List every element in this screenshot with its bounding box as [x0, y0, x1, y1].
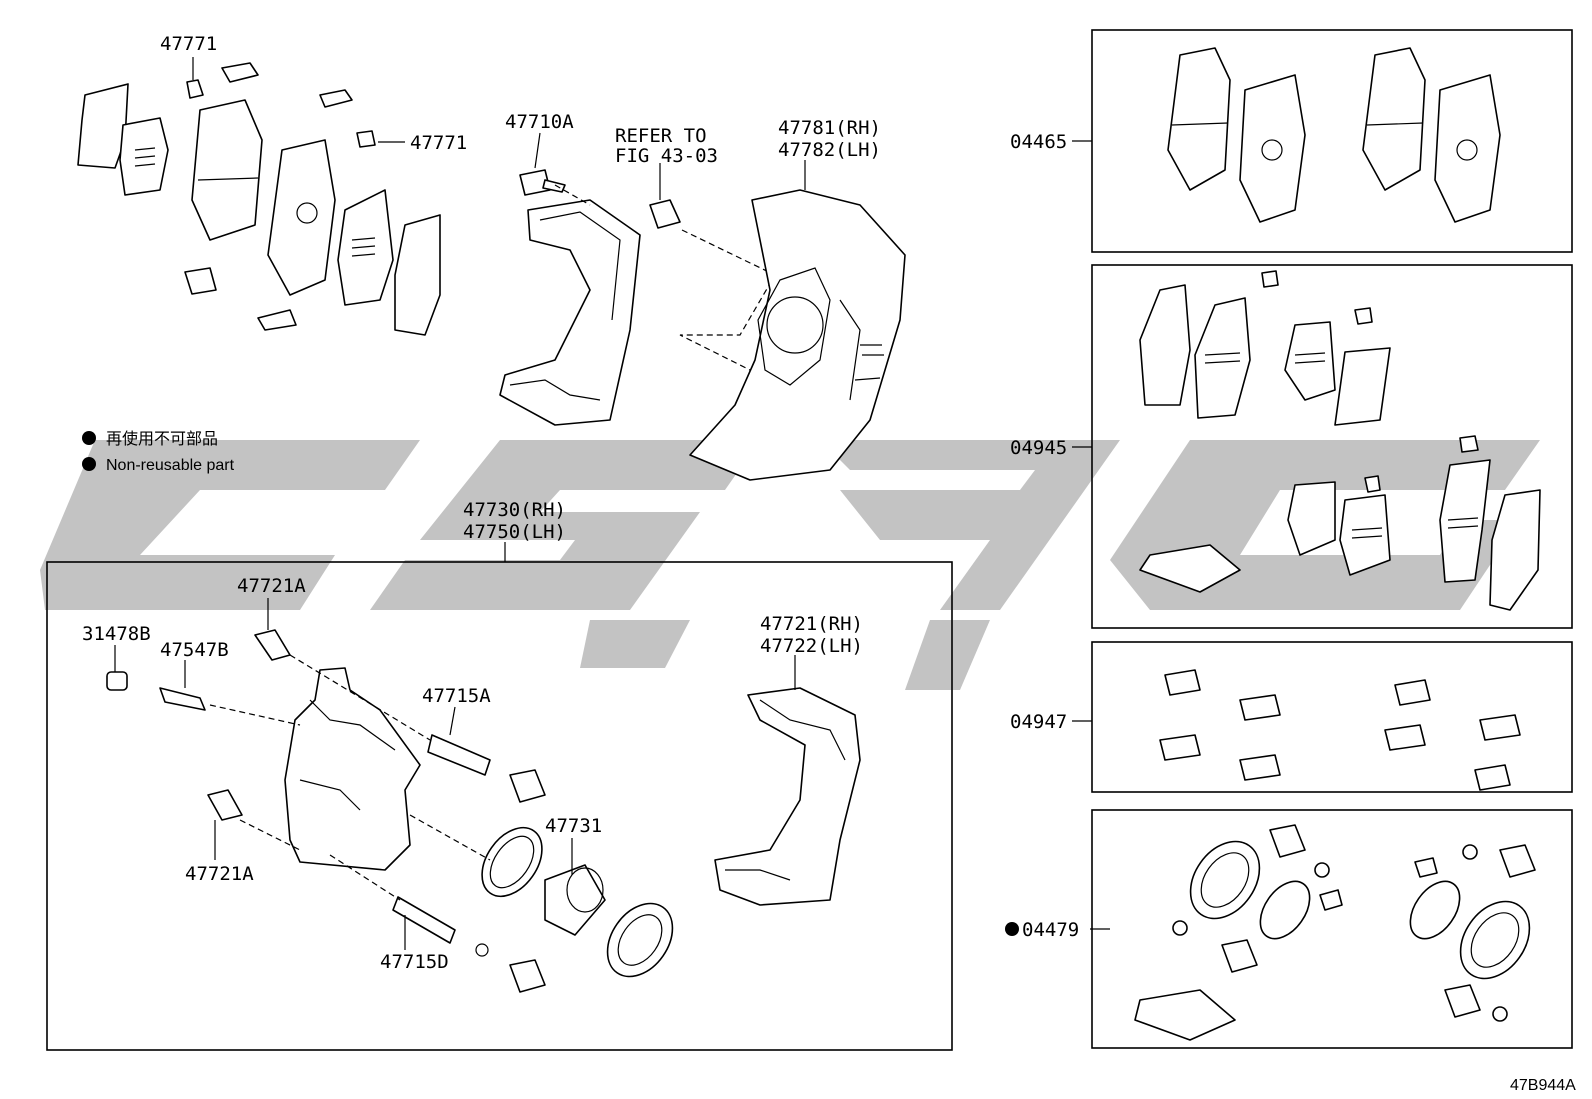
- diagram-code: 47B944A: [1510, 1077, 1576, 1094]
- label-47710A: 47710A: [505, 111, 574, 133]
- label-47547B: 47547B: [160, 639, 229, 661]
- legend-line2: Non-reusable part: [106, 457, 235, 474]
- label-kit-04465: 04465: [1010, 131, 1067, 153]
- label-47715D: 47715D: [380, 951, 449, 973]
- caliper-bracket-top: [499, 169, 776, 426]
- pad-set-exploded: [77, 62, 441, 336]
- label-refer-line2: FIG 43-03: [615, 145, 718, 167]
- label-kit-04947: 04947: [1010, 711, 1067, 733]
- label-31478B: 31478B: [82, 623, 151, 645]
- kit-box-04947: [1091, 641, 1573, 793]
- label-47731: 47731: [545, 815, 602, 837]
- leader-47710A: [534, 132, 541, 169]
- label-47730: 47730(RH): [463, 499, 566, 521]
- kit-04945-parts: [1139, 270, 1541, 611]
- legend-line1: 再使用不可部品: [106, 430, 218, 448]
- label-47721RH: 47721(RH): [760, 613, 863, 635]
- kit-04465-pads: [1167, 47, 1501, 223]
- label-47721A-bottom: 47721A: [185, 863, 254, 885]
- label-47771-right: 47771: [410, 132, 467, 154]
- kit-04479-seals: [1134, 824, 1536, 1041]
- label-47781: 47781(RH): [778, 117, 881, 139]
- caliper-assembly-box: [46, 561, 953, 1051]
- label-kit-04479: 04479: [1022, 919, 1079, 941]
- label-47721A-top: 47721A: [237, 575, 306, 597]
- label-47782: 47782(LH): [778, 139, 881, 161]
- disc-brake-dust-cover: [689, 189, 906, 481]
- leader-47715A: [449, 706, 456, 736]
- label-47750: 47750(LH): [463, 521, 566, 543]
- caliper-assembly-parts: [106, 629, 861, 993]
- kit-04947-clips: [1159, 669, 1521, 791]
- kit-04479-non-reusable-bullet: [1005, 922, 1019, 936]
- label-kit-04945: 04945: [1010, 437, 1067, 459]
- legend-bullet-1: [82, 431, 96, 445]
- legend-bullet-2: [82, 457, 96, 471]
- label-47722LH: 47722(LH): [760, 635, 863, 657]
- label-47771-top: 47771: [160, 33, 217, 55]
- watermark-logo: [40, 440, 1540, 690]
- label-refer-line1: REFER TO: [615, 125, 707, 147]
- label-47715A: 47715A: [422, 685, 491, 707]
